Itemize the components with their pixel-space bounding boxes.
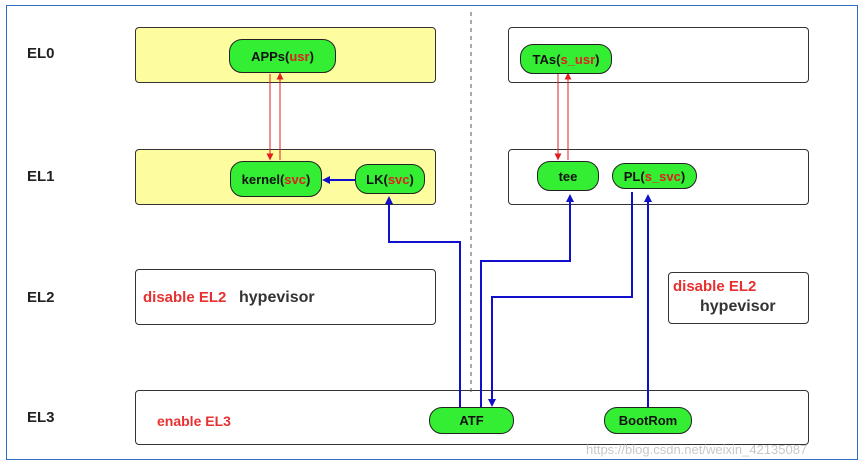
- lk-node-close: ): [409, 171, 414, 187]
- watermark-text: https://blog.csdn.net/weixin_42135087: [586, 442, 808, 457]
- diagram-frame: [6, 5, 858, 460]
- atf-to-tee-arrow: [480, 194, 574, 409]
- kernel-node-mode: svc: [284, 171, 306, 187]
- tas-node-mode: s_usr: [560, 51, 596, 67]
- tas-node-close: ): [595, 51, 600, 67]
- kernel-node-close: ): [306, 171, 311, 187]
- lk-node-mode: svc: [387, 171, 410, 187]
- apps-node: APPs(usr): [229, 39, 336, 73]
- tas-node: TAs(s_usr): [520, 44, 612, 74]
- kernel-node: kernel(svc): [230, 161, 322, 197]
- level-label-el3: EL3: [27, 409, 55, 426]
- pl-node-name: PL(: [623, 168, 645, 184]
- pl-node: PL(s_svc): [612, 163, 697, 189]
- level-label-el1: EL1: [27, 168, 55, 185]
- pl-node-mode: s_svc: [644, 168, 681, 184]
- normal-el2-hypervisor-text: hypevisor: [239, 289, 315, 306]
- atf-to-lk-arrow: [385, 196, 461, 409]
- tee-node: tee: [537, 161, 599, 191]
- el3-enable-text: enable EL3: [157, 413, 231, 429]
- lk-node: LK(svc): [355, 164, 425, 194]
- secure-el2-hypervisor-text: hypevisor: [700, 298, 776, 315]
- bootrom-node: BootRom: [604, 407, 692, 434]
- apps-node-mode: usr: [289, 48, 310, 64]
- normal-world-el2-box: [135, 269, 436, 325]
- kernel-node-name: kernel(: [241, 171, 285, 187]
- pl-node-close: ): [680, 168, 686, 184]
- level-label-el0: EL0: [27, 45, 55, 62]
- lk-node-name: LK(: [366, 171, 388, 187]
- pl-to-atf-arrow: [488, 192, 633, 407]
- secure-el2-disable-text: disable EL2: [673, 278, 757, 295]
- apps-node-name: APPs(: [251, 48, 290, 64]
- atf-node: ATF: [429, 407, 514, 434]
- level-label-el2: EL2: [27, 289, 55, 306]
- tas-node-name: TAs(: [532, 51, 561, 67]
- apps-node-close: ): [309, 48, 314, 64]
- normal-el2-disable-text: disable EL2: [143, 289, 227, 306]
- secure-world-el2-box: [668, 272, 809, 324]
